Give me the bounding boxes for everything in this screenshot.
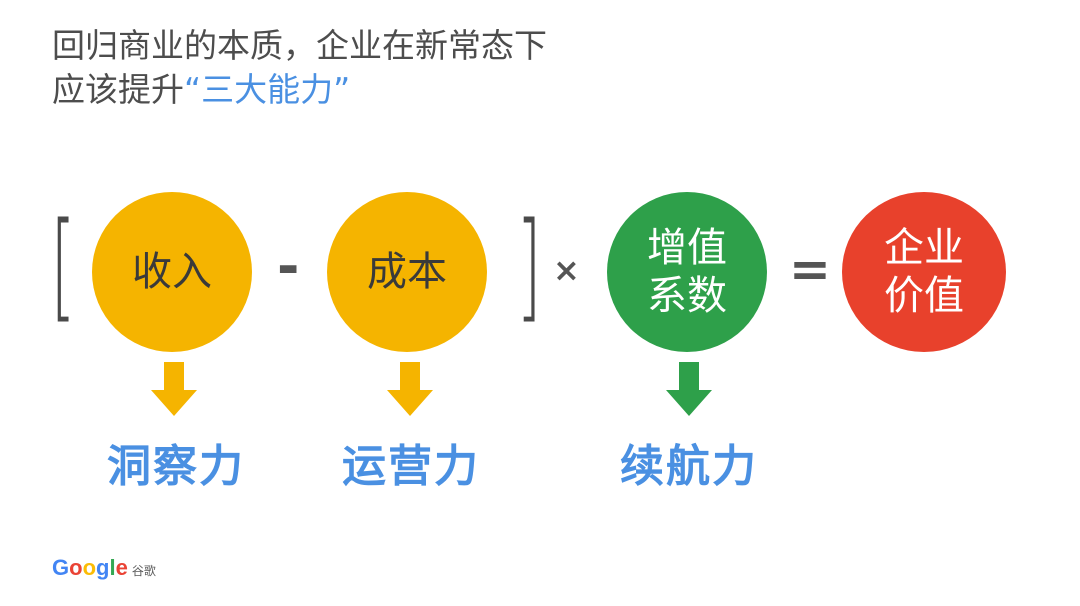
title-line-1: 回归商业的本质，企业在新常态下: [52, 26, 547, 65]
logo-letter: o: [82, 555, 97, 580]
close-bracket: ]: [516, 196, 542, 334]
endurance-capability: 续航力: [620, 441, 758, 492]
open-bracket: [: [50, 196, 76, 334]
logo-chinese-label: 谷歌: [131, 564, 156, 578]
times-sign: ×: [553, 251, 580, 289]
logo-letter: G: [52, 555, 70, 580]
down-arrow-icon: [387, 362, 433, 416]
logo-letter: g: [96, 555, 110, 580]
value-added-circle: 增值 系数: [607, 192, 767, 352]
cost-label: 成本: [367, 249, 447, 295]
operations-capability: 运营力: [342, 441, 480, 492]
value-line-2: 价值: [884, 273, 964, 319]
value-line-1: 企业: [884, 225, 964, 271]
down-arrow-icon: [666, 362, 712, 416]
revenue-label: 收入: [132, 249, 212, 295]
title-highlight: “三大能力”: [184, 70, 351, 109]
minus-sign: -: [277, 235, 300, 298]
multiplier-line-2: 系数: [647, 273, 727, 319]
down-arrow-icon: [151, 362, 197, 416]
equals-sign: =: [789, 240, 831, 298]
title-line-2-prefix: 应该提升: [52, 70, 184, 109]
logo-letter: o: [69, 555, 83, 580]
cost-circle: 成本: [327, 192, 487, 352]
slide-title: 回归商业的本质，企业在新常态下 应该提升“三大能力”: [52, 24, 547, 112]
logo-letter: e: [115, 555, 128, 580]
insight-capability: 洞察力: [107, 441, 245, 492]
revenue-circle: 收入: [92, 192, 252, 352]
enterprise-value-circle: 企业 价值: [842, 192, 1006, 352]
multiplier-line-1: 增值: [647, 225, 727, 271]
title-line-2: 应该提升“三大能力”: [52, 68, 547, 112]
logo-letter: l: [109, 555, 116, 580]
